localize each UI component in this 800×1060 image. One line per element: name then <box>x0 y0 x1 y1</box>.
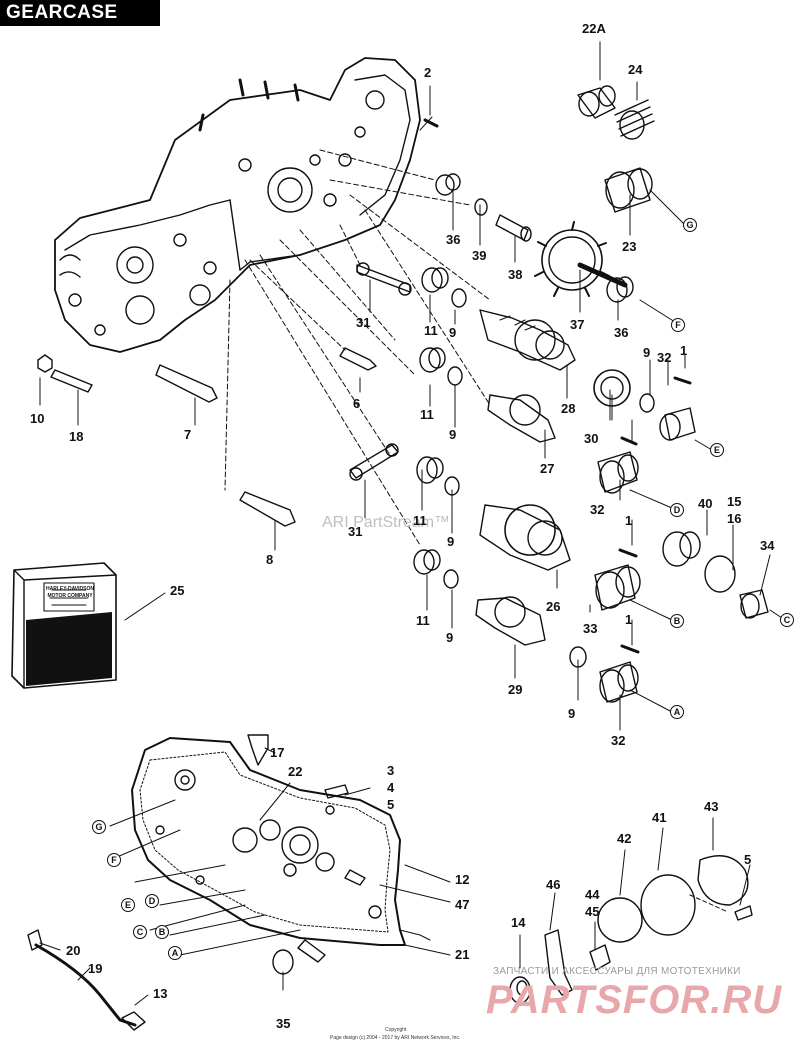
callout-number: 15 <box>727 494 742 509</box>
callout-number: 11 <box>420 407 434 422</box>
callout-number: 26 <box>546 599 561 614</box>
copyright-label: Copyright <box>385 1027 407 1033</box>
callout-number: 16 <box>727 511 742 526</box>
callout-number: 7 <box>184 427 192 442</box>
connector-marker: C <box>133 925 147 939</box>
callout-number: 32 <box>611 733 626 748</box>
callout-number: 11 <box>424 323 438 338</box>
callout-number: 31 <box>356 315 371 330</box>
callout-number: 44 <box>585 887 600 902</box>
connector-leaders <box>629 189 783 713</box>
callout-number: 18 <box>69 429 84 444</box>
crankcase-leaders <box>224 149 491 546</box>
callout-number: 6 <box>353 396 361 411</box>
connector-marker: F <box>671 318 685 332</box>
callout-number: 5 <box>387 797 395 812</box>
callout-number: 42 <box>617 831 632 846</box>
callout-number: 11 <box>416 613 430 628</box>
callout-number: 47 <box>455 897 470 912</box>
callout-number: 21 <box>455 947 470 962</box>
site-logo: PARTSFOR.RU <box>486 978 783 1022</box>
callout-number: 5 <box>744 852 752 867</box>
watermark: ARI PartStream™ <box>322 514 451 531</box>
callout-number: 45 <box>585 904 600 919</box>
callout-number: 9 <box>643 345 651 360</box>
callout-number: 1 <box>680 343 688 358</box>
connector-marker: B <box>670 614 684 628</box>
gearcase-cover <box>131 737 431 963</box>
callout-number: 1 <box>625 513 633 528</box>
connector-marker: A <box>670 705 684 719</box>
callout-number: 39 <box>472 248 487 263</box>
callout-number: 24 <box>628 62 643 77</box>
connector-marker: G <box>683 218 697 232</box>
crankcase <box>54 57 421 353</box>
callout-number: 25 <box>170 583 185 598</box>
callout-number: 9 <box>447 534 455 549</box>
callout-number: 41 <box>652 810 667 825</box>
connector-marker: E <box>121 898 135 912</box>
callout-number: 1 <box>625 612 633 627</box>
oil-can-logo: HARLEY-DAVIDSON MOTOR COMPANY <box>46 586 94 599</box>
callout-number: 43 <box>704 799 719 814</box>
callout-number: 38 <box>508 267 523 282</box>
diagram-title: GEARCASE <box>0 0 160 26</box>
callout-number: 10 <box>30 411 45 426</box>
callout-number: 19 <box>88 961 103 976</box>
callout-number: 27 <box>540 461 555 476</box>
callout-number: 17 <box>270 745 285 760</box>
site-tagline: ЗАПЧАСТИ И АКСЕССУАРЫ ДЛЯ МОТОТЕХНИКИ <box>493 966 741 977</box>
connector-marker: G <box>92 820 106 834</box>
callout-number: 31 <box>348 524 363 539</box>
callout-number: 34 <box>760 538 775 553</box>
connector-marker: F <box>107 853 121 867</box>
callout-number: 32 <box>657 350 672 365</box>
callout-number: 9 <box>568 706 576 721</box>
connector-marker: D <box>670 503 684 517</box>
callout-number: 3 <box>387 763 395 778</box>
connector-marker: C <box>780 613 794 627</box>
connector-marker: B <box>155 925 169 939</box>
part-leaders <box>39 41 771 731</box>
callout-number: 32 <box>590 502 605 517</box>
callout-number: 4 <box>387 780 395 795</box>
callout-number: 23 <box>622 239 637 254</box>
callout-number: 11 <box>413 513 427 528</box>
callout-number: 8 <box>266 552 274 567</box>
callout-number: 14 <box>511 915 526 930</box>
callout-number: 30 <box>584 431 599 446</box>
connector-marker: A <box>168 946 182 960</box>
cover-parts <box>27 734 753 1031</box>
callout-number: 46 <box>546 877 561 892</box>
callout-number: 36 <box>446 232 461 247</box>
copyright-line: Page design (c) 2004 - 2017 by ARI Netwo… <box>330 1035 461 1041</box>
callout-number: 37 <box>570 317 585 332</box>
callout-number: 13 <box>153 986 168 1001</box>
callout-number: 29 <box>508 682 523 697</box>
oil-can <box>11 562 117 689</box>
callout-number: 36 <box>614 325 629 340</box>
cover-leaders <box>39 747 751 1006</box>
callout-number: 22A <box>582 21 606 36</box>
callout-number: 12 <box>455 872 470 887</box>
callout-number: 9 <box>449 325 457 340</box>
callout-number: 22 <box>288 764 303 779</box>
callout-number: 2 <box>424 65 432 80</box>
connector-marker: D <box>145 894 159 908</box>
callout-number: 28 <box>561 401 576 416</box>
callout-number: 35 <box>276 1016 291 1031</box>
connector-marker: E <box>710 443 724 457</box>
callout-number: 9 <box>449 427 457 442</box>
callout-number: 20 <box>66 943 81 958</box>
callout-number: 9 <box>446 630 454 645</box>
gear-train-parts <box>37 85 769 703</box>
callout-number: 40 <box>698 496 713 511</box>
callout-number: 33 <box>583 621 598 636</box>
